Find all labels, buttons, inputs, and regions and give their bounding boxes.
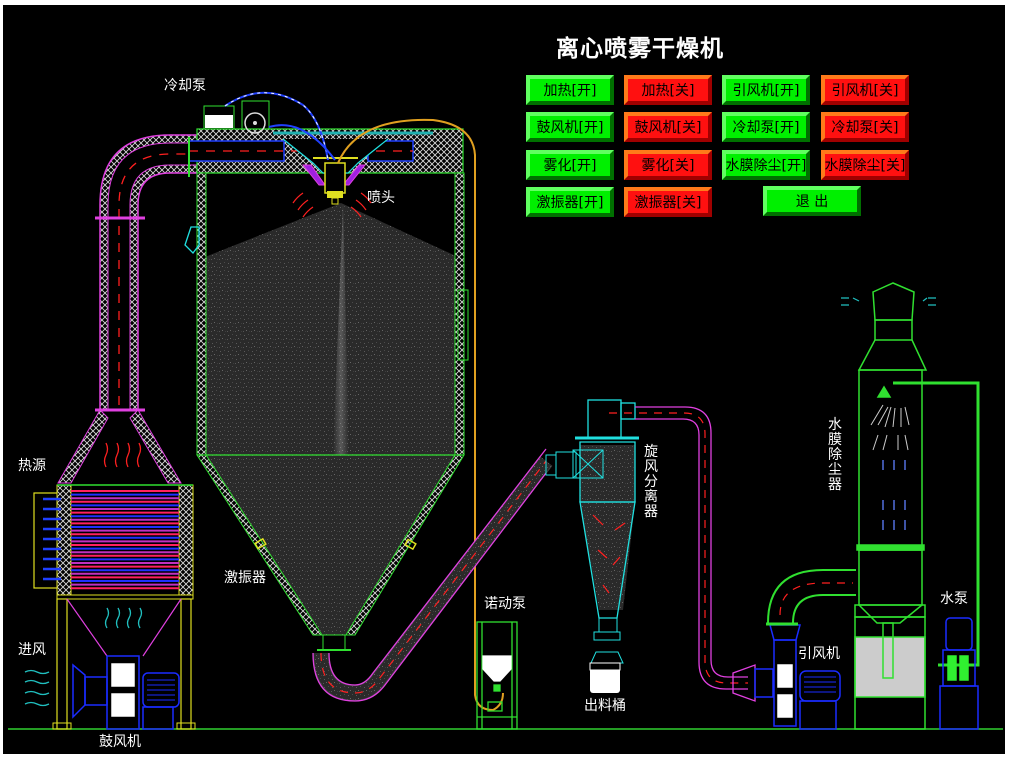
cyclone-label: 旋风分离器: [644, 444, 658, 520]
induced-fan-off-button[interactable]: 引风机[关]: [821, 75, 909, 105]
cooling-pump-on-button[interactable]: 冷却泵[开]: [722, 112, 810, 142]
water-film-collector: [854, 282, 980, 730]
air-inlet-waves: [24, 669, 50, 707]
fan-outlet-elbow: [767, 569, 856, 624]
exhaust-duct: [609, 406, 756, 702]
hot-air-duct: [57, 134, 199, 484]
peristaltic-pump-stand: [476, 621, 518, 730]
blower-label: 鼓风机: [99, 734, 141, 750]
heat-source-label: 热源: [18, 458, 46, 474]
nozzle-label: 喷头: [367, 190, 395, 206]
drying-chamber: [184, 128, 469, 651]
induced-fan: [754, 624, 841, 730]
atomize-on-button[interactable]: 雾化[开]: [526, 150, 614, 180]
cyclone-separator: [545, 399, 639, 693]
induced-fan-on-button[interactable]: 引风机[开]: [722, 75, 810, 105]
spray-streaks: [870, 404, 910, 451]
cooling-pump-off-button[interactable]: 冷却泵[关]: [821, 112, 909, 142]
induced-fan-label: 引风机: [798, 646, 840, 662]
vibrator-on-button[interactable]: 激振器[开]: [526, 187, 614, 217]
blower-on-button[interactable]: 鼓风机[开]: [526, 112, 614, 142]
blower-stand: [24, 598, 196, 730]
spray-waves: [292, 192, 372, 218]
water-film-collector-label: 水膜除尘器: [828, 417, 842, 493]
exhaust-waves: [841, 297, 936, 306]
exit-button[interactable]: 退 出: [763, 186, 861, 216]
heater: [33, 484, 194, 600]
peristaltic-pump-label: 诺动泵: [484, 596, 526, 612]
scada-screen: 离心喷雾干燥机 加热[开] 加热[关] 引风机[开] 引风机[关] 鼓风机[开]…: [3, 5, 1005, 754]
water-film-off-button[interactable]: 水膜除尘[关]: [821, 150, 909, 180]
heat-off-button[interactable]: 加热[关]: [624, 75, 712, 105]
water-pump-label: 水泵: [940, 591, 968, 607]
air-inlet-label: 进风: [18, 642, 46, 658]
vibrator-off-button[interactable]: 激振器[关]: [624, 187, 712, 217]
water-pump-machine: [939, 617, 979, 730]
page-title: 离心喷雾干燥机: [556, 36, 724, 62]
blower-machine: [72, 655, 180, 730]
cooling-pump-unit: [203, 91, 336, 161]
water-film-on-button[interactable]: 水膜除尘[开]: [722, 150, 810, 180]
cooling-pump-label: 冷却泵: [164, 78, 206, 94]
droplets: [882, 460, 906, 530]
atomize-off-button[interactable]: 雾化[关]: [624, 150, 712, 180]
blower-off-button[interactable]: 鼓风机[关]: [624, 112, 712, 142]
product-duct: [312, 448, 553, 702]
discharge-bucket-label: 出料桶: [584, 698, 626, 714]
vibrator-label: 激振器: [224, 570, 266, 586]
heat-on-button[interactable]: 加热[开]: [526, 75, 614, 105]
process-diagram: [8, 91, 1003, 730]
feed-line: [337, 118, 504, 712]
